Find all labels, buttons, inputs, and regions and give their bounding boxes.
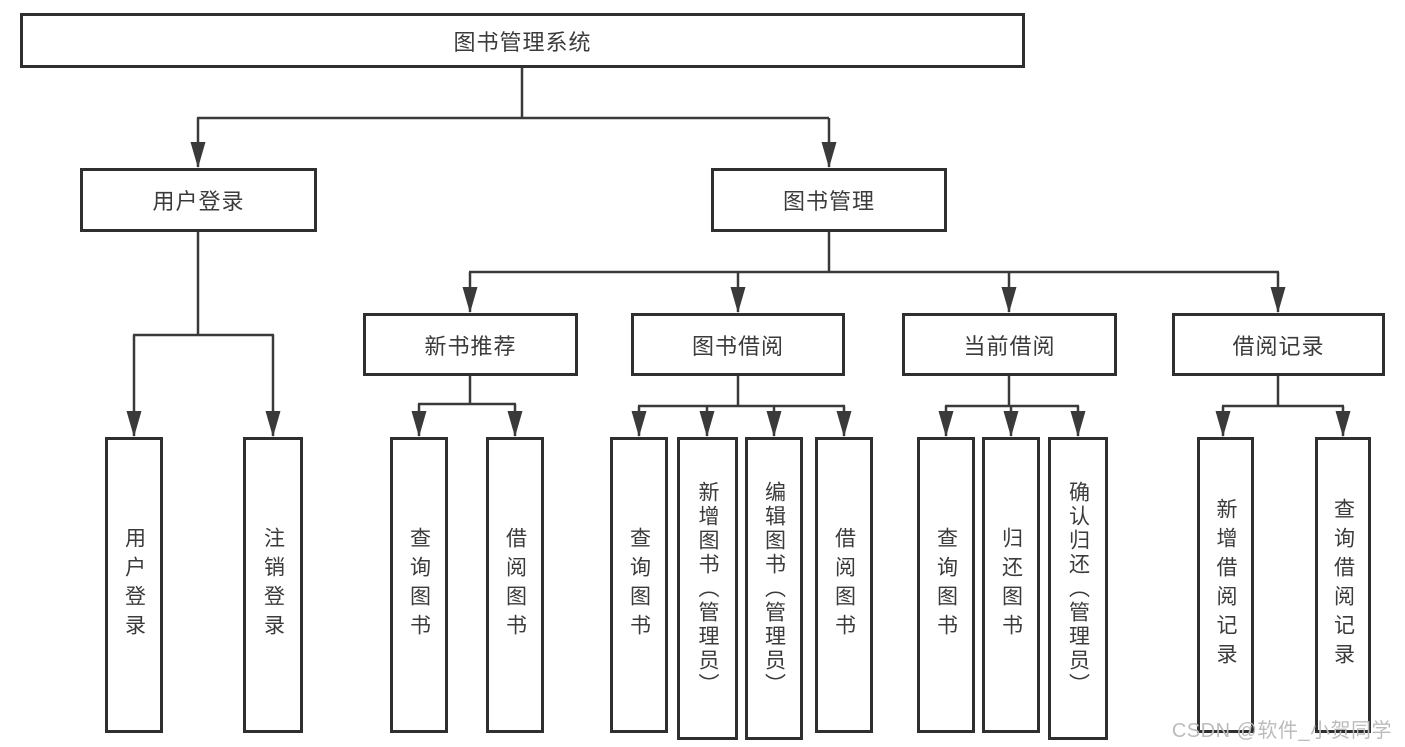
leaf-add-borrow-record: 新增借阅记录: [1197, 437, 1254, 733]
node-borrow-records: 借阅记录: [1172, 313, 1385, 376]
node-label: 图书管理: [782, 189, 875, 214]
node-label: 确认归还（管理员）: [1066, 480, 1090, 697]
leaf-return-books: 归还图书: [982, 437, 1040, 733]
csdn-watermark: CSDN @软件_小贺同学: [1171, 720, 1392, 742]
node-current-borrow: 当前借阅: [902, 313, 1117, 376]
node-label: 归还图书: [999, 527, 1023, 643]
leaf-borrow-query-books: 查询图书: [610, 437, 668, 733]
node-label: 编辑图书（管理员）: [762, 480, 786, 697]
node-user-login: 用户登录: [80, 168, 317, 232]
leaf-logout: 注销登录: [243, 437, 303, 733]
node-book-management: 图书管理: [711, 168, 947, 232]
node-label: 用户登录: [152, 189, 245, 214]
leaf-current-query-books: 查询图书: [917, 437, 975, 733]
node-label: 当前借阅: [963, 333, 1056, 359]
node-label: 注销登录: [261, 527, 285, 643]
node-label: 借阅记录: [1232, 333, 1325, 359]
node-root: 图书管理系统: [20, 13, 1025, 68]
node-label: 查询图书: [627, 527, 651, 643]
node-label: 图书借阅: [691, 333, 784, 359]
node-new-book-recommend: 新书推荐: [363, 313, 578, 376]
node-label: 新书推荐: [424, 333, 517, 359]
node-label: 用户登录: [122, 527, 146, 643]
leaf-confirm-return-admin: 确认归还（管理员）: [1048, 437, 1108, 740]
node-label: 新增图书（管理员）: [696, 480, 719, 697]
node-label: 新增借阅记录: [1214, 498, 1237, 672]
leaf-recommend-borrow-books: 借阅图书: [486, 437, 544, 733]
node-book-borrow: 图书借阅: [631, 313, 845, 376]
leaf-query-borrow-record: 查询借阅记录: [1315, 437, 1371, 733]
node-label: 借阅图书: [503, 527, 527, 643]
leaf-add-books-admin: 新增图书（管理员）: [677, 437, 738, 740]
leaf-user-login: 用户登录: [105, 437, 163, 733]
node-label: 借阅图书: [832, 527, 856, 643]
node-label: 图书管理系统: [453, 29, 592, 55]
leaf-recommend-query-books: 查询图书: [390, 437, 448, 733]
leaf-edit-books-admin: 编辑图书（管理员）: [745, 437, 803, 740]
node-label: 查询借阅记录: [1331, 498, 1355, 672]
node-label: 查询图书: [934, 527, 958, 643]
leaf-borrow-books: 借阅图书: [815, 437, 873, 733]
node-label: 查询图书: [407, 527, 431, 643]
